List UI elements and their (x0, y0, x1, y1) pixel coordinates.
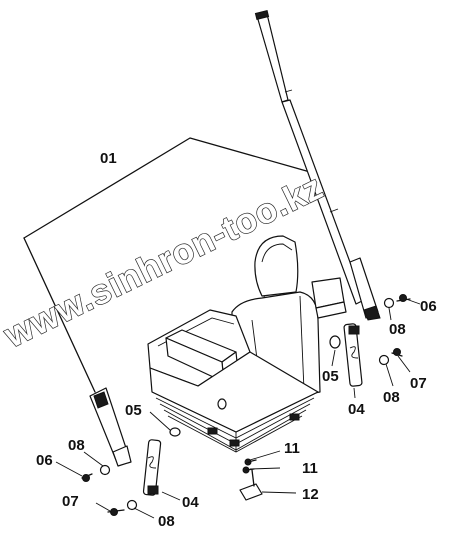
seat (147, 235, 347, 453)
label-screw-lower: 11 (302, 460, 318, 477)
bolt-right-lower (391, 348, 403, 357)
label-washer-left-upper: 08 (68, 437, 85, 454)
bolt-left-lower (107, 508, 125, 516)
label-bracket: 12 (302, 486, 319, 503)
label-washer-right-upper: 08 (389, 321, 406, 338)
assembly-bracket-lines (23, 137, 311, 393)
washer-right-upper (383, 297, 395, 309)
label-bolt-left-upper: 06 (36, 452, 53, 469)
label-rivet-right: 05 (322, 368, 339, 385)
label-screw-upper: 11 (284, 440, 300, 457)
bolt-right-upper (396, 294, 411, 302)
label-assembly: 01 (100, 150, 117, 167)
left-short-belt (142, 439, 162, 496)
upper-belt-strap (254, 10, 381, 321)
label-bolt-left-lower: 07 (62, 493, 79, 510)
right-short-belt (343, 323, 363, 387)
left-lower-strap (89, 387, 132, 467)
label-belt-right: 04 (348, 401, 365, 418)
mounting-bracket (239, 469, 263, 501)
label-washer-left-lower: 08 (158, 513, 175, 530)
label-washer-right-lower: 08 (383, 389, 400, 406)
screw-upper (244, 458, 257, 466)
washer-left-upper (99, 464, 111, 476)
rivet-right (329, 335, 341, 349)
bolt-left-upper (81, 473, 93, 482)
washer-left-lower (126, 499, 138, 511)
label-bolt-right-lower: 07 (410, 375, 427, 392)
leader-lines (55, 298, 421, 519)
label-rivet-left: 05 (125, 402, 142, 419)
seat-suspension (151, 391, 319, 453)
rivet-left (169, 427, 181, 437)
washer-right-lower (378, 354, 390, 366)
label-bolt-right-upper: 06 (420, 298, 437, 315)
label-belt-left: 04 (182, 494, 199, 511)
